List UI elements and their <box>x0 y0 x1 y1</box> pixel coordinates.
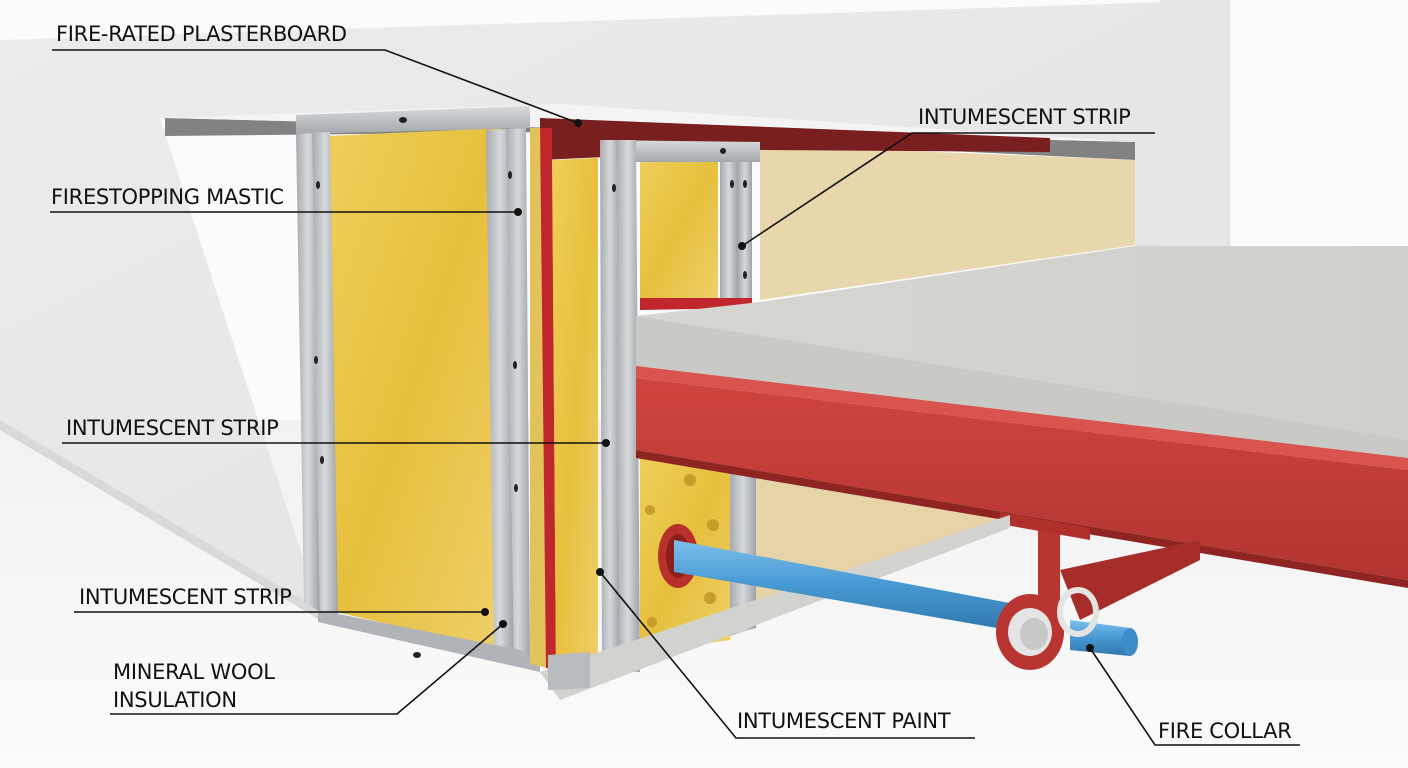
label-intumescent-strip-bottom: INTUMESCENT STRIP <box>79 585 292 609</box>
fire-board-upper <box>760 145 1135 300</box>
mineral-wool-core <box>552 158 598 676</box>
label-fire-rated-plasterboard: FIRE-RATED PLASTERBOARD <box>56 22 347 46</box>
label-mineral-wool-line2: INSULATION <box>113 688 237 712</box>
leader-intumescent-strip-top <box>741 132 1155 247</box>
right-stud-frame <box>600 140 760 672</box>
label-firestopping-mastic: FIRESTOPPING MASTIC <box>51 185 284 209</box>
label-intumescent-strip-middle: INTUMESCENT STRIP <box>66 416 279 440</box>
floor-slab-edge <box>540 515 1010 700</box>
label-fire-collar: FIRE COLLAR <box>1158 719 1292 743</box>
leader-fire-rated-plasterboard <box>52 49 579 124</box>
leader-dots <box>481 119 1094 652</box>
left-stud-frame <box>296 106 540 672</box>
intumescent-strip-vertical <box>540 128 556 670</box>
leader-lines <box>50 49 1300 746</box>
label-intumescent-paint: INTUMESCENT PAINT <box>737 709 951 733</box>
leader-intumescent-paint <box>599 571 975 739</box>
label-mineral-wool-line1: MINERAL WOOL <box>113 660 275 684</box>
pipe <box>658 524 1138 670</box>
concrete-slab <box>636 246 1408 460</box>
label-intumescent-strip-top: INTUMESCENT STRIP <box>918 105 1131 129</box>
base-track <box>548 652 590 690</box>
leader-fire-collar <box>1089 647 1300 746</box>
leader-mineral-wool <box>110 623 504 715</box>
wall-base-edge <box>0 420 320 620</box>
